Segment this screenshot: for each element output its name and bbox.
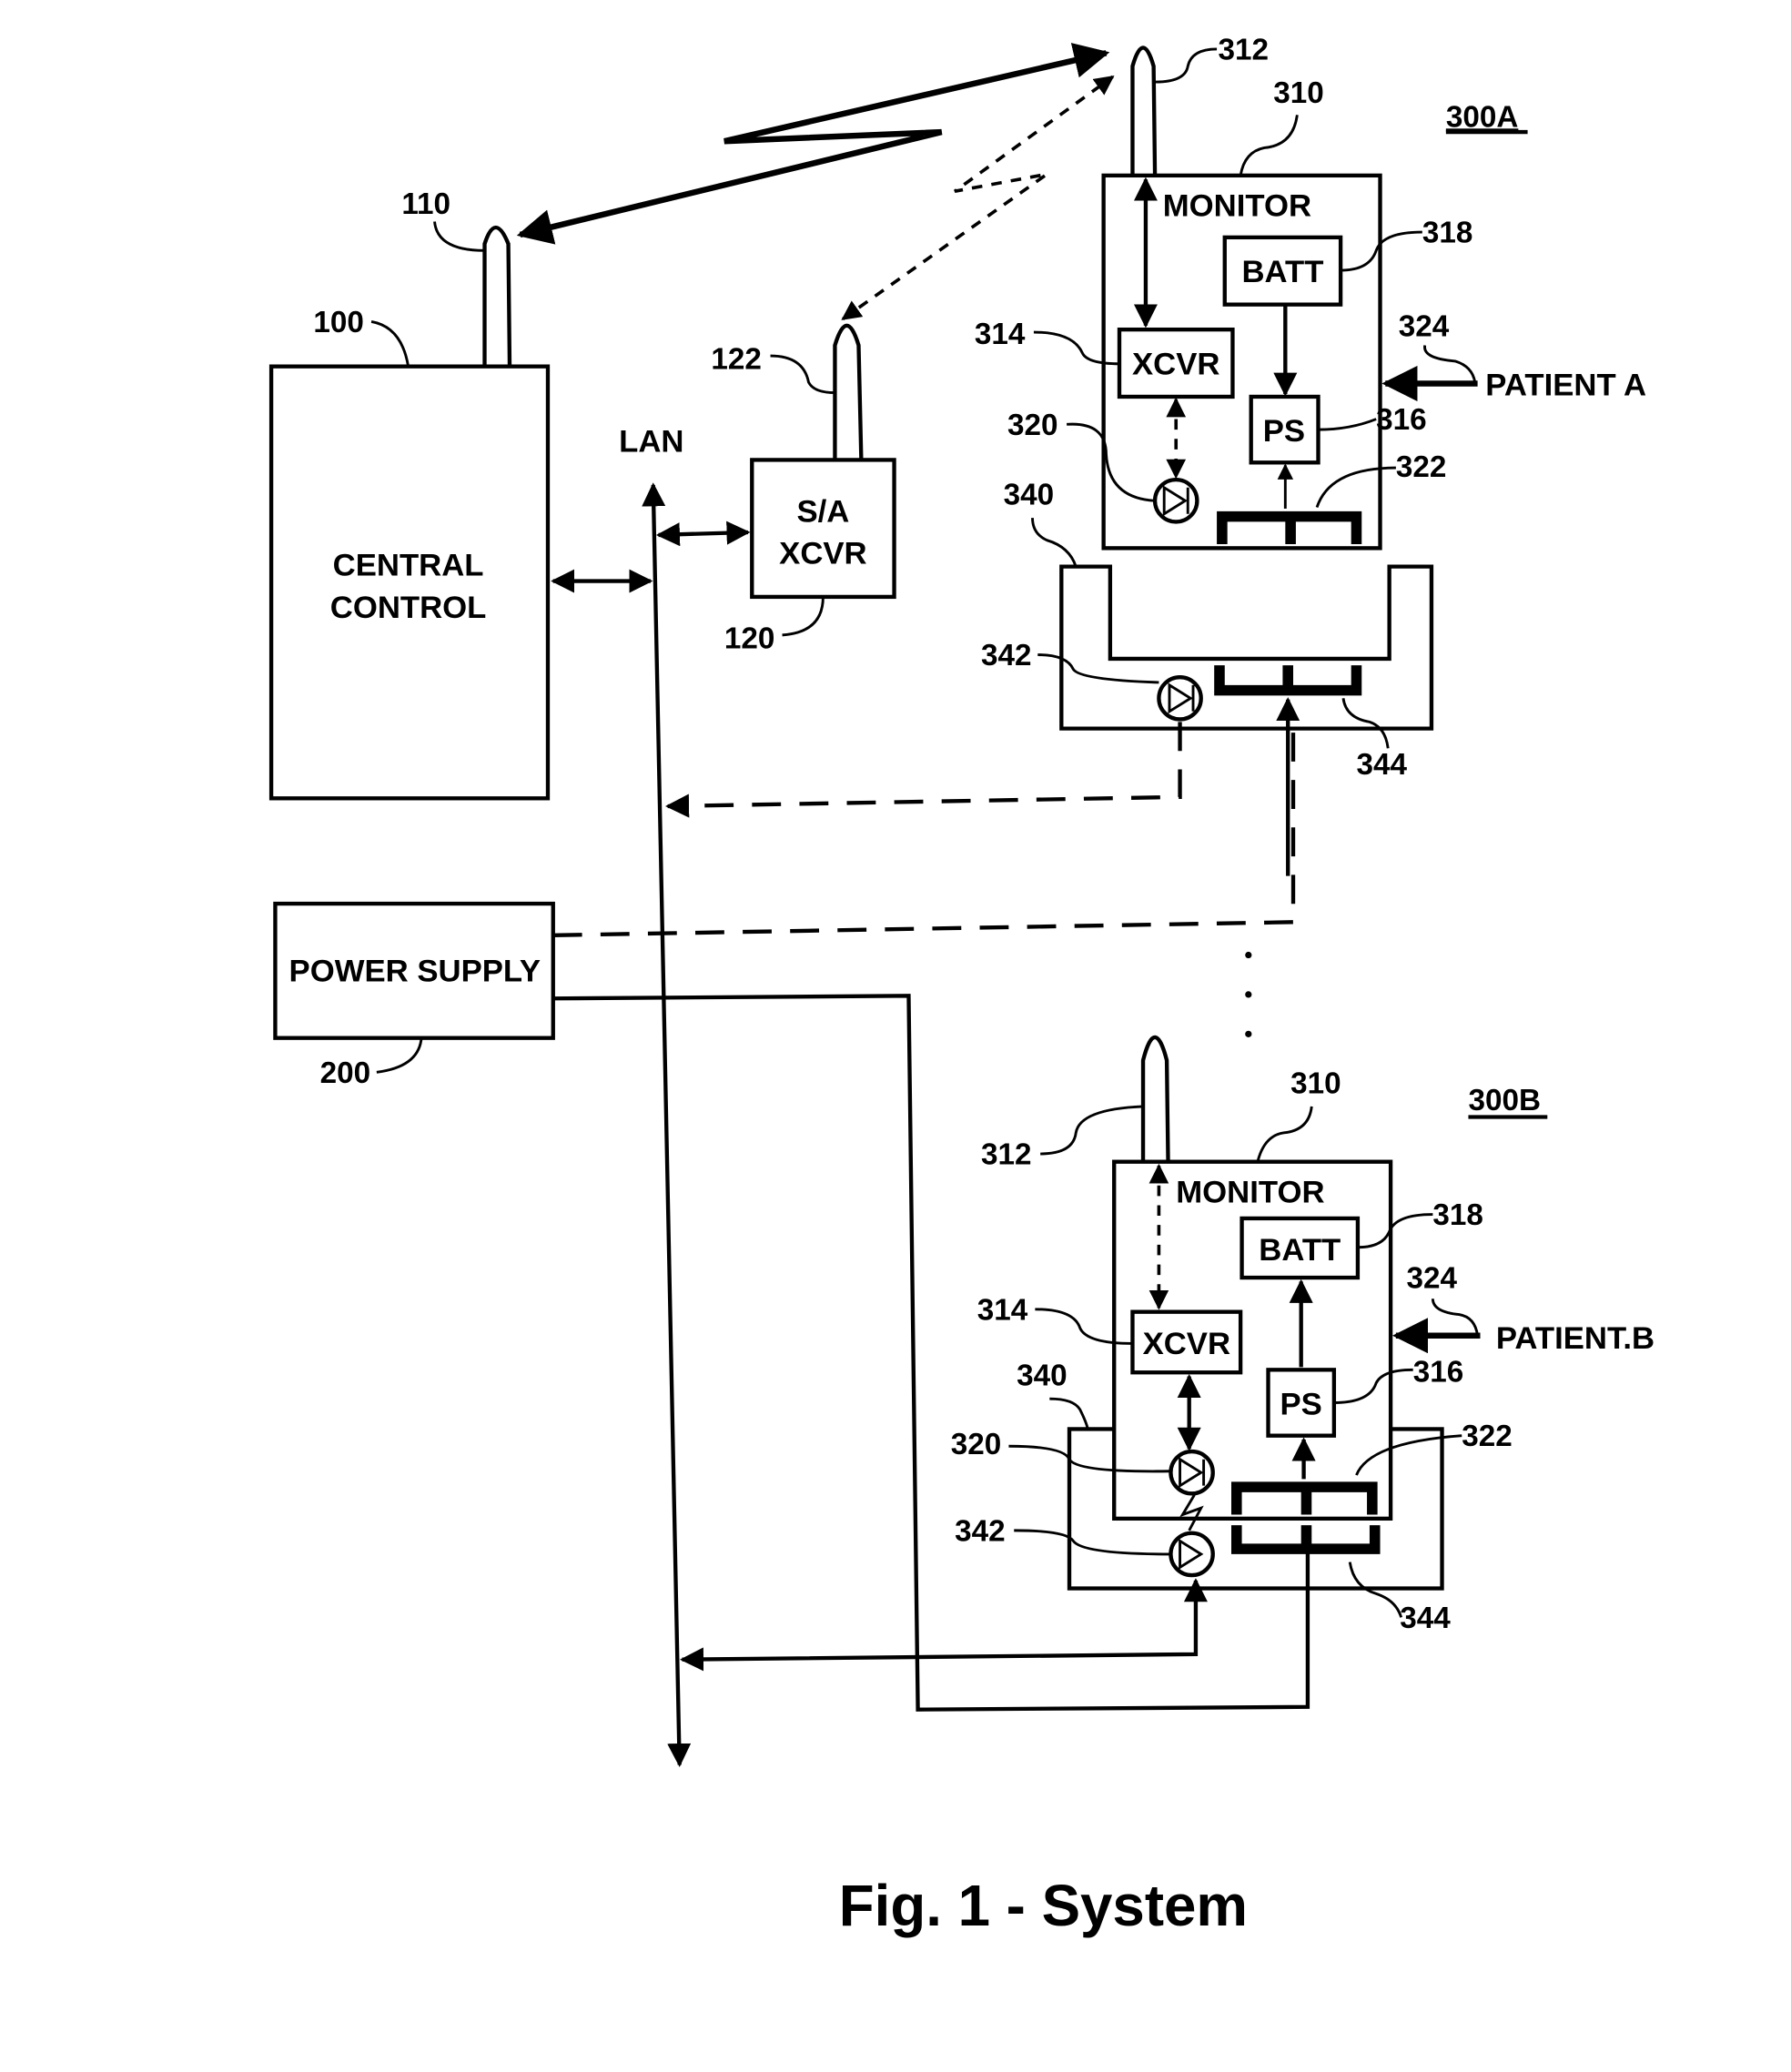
central-control: CENTRAL CONTROL 100 110	[271, 187, 548, 798]
optical-receiver-b-icon	[1170, 1533, 1212, 1575]
group-ref-300b: 300B	[1468, 1084, 1541, 1117]
ref-324-a: 324	[1399, 309, 1450, 343]
monitor-a-label: MONITOR	[1163, 189, 1311, 224]
ref-318-b: 318	[1432, 1198, 1483, 1232]
continuation-dots	[1245, 952, 1251, 1037]
antenna-icon	[485, 227, 510, 367]
ref-200: 200	[320, 1056, 371, 1090]
figure-caption: Fig. 1 - System	[839, 1874, 1248, 1938]
wireless-link-sa-to-monitor-a	[843, 76, 1113, 318]
power-supply-label: POWER SUPPLY	[289, 954, 541, 988]
ref-342-b: 342	[955, 1514, 1006, 1548]
ref-344-b: 344	[1400, 1602, 1451, 1635]
ref-344-a: 344	[1356, 748, 1407, 782]
ref-314-a: 314	[975, 318, 1026, 351]
dock-a	[1061, 567, 1432, 729]
central-control-label-1: CENTRAL	[333, 549, 484, 583]
optical-receiver-a-icon	[1159, 677, 1200, 719]
ref-342-a: 342	[981, 639, 1032, 672]
dock-connector-a	[1214, 665, 1361, 695]
ref-320-b: 320	[951, 1428, 1002, 1461]
monitor-b-label: MONITOR	[1176, 1176, 1324, 1210]
patient-b-label: PATIENT.B	[1496, 1321, 1654, 1356]
ref-316-a: 316	[1376, 403, 1427, 437]
antenna-icon	[835, 326, 861, 460]
ref-310-b: 310	[1290, 1066, 1341, 1100]
monitor-a-group: 300A MONITOR 312 310 BATT 318 XCVR 314 P…	[668, 34, 1646, 876]
sa-xcvr-label-2: XCVR	[779, 537, 866, 571]
ref-310: 310	[1273, 76, 1324, 110]
ref-314-b: 314	[977, 1293, 1028, 1327]
lan-bus: LAN	[553, 425, 748, 1765]
central-control-label-2: CONTROL	[330, 591, 487, 625]
ref-312-b: 312	[981, 1138, 1032, 1172]
ref-110: 110	[401, 187, 450, 221]
batt-a-label: BATT	[1241, 255, 1323, 289]
ref-340-a: 340	[1004, 479, 1055, 512]
ref-320-a: 320	[1007, 409, 1058, 442]
ref-322-b: 322	[1462, 1420, 1513, 1453]
monitor-b-group: 300B MONITOR 312 310 BATT 318 XCVR 314 P…	[683, 1037, 1655, 1660]
ref-312: 312	[1219, 34, 1270, 67]
lan-label: LAN	[619, 425, 683, 460]
xcvr-b-label: XCVR	[1143, 1327, 1230, 1361]
sa-transceiver: S/A XCVR 122 120	[711, 326, 894, 656]
ref-340-b: 340	[1017, 1359, 1068, 1393]
dock-connector-b	[1231, 1525, 1381, 1554]
antenna-icon	[1132, 47, 1155, 175]
antenna-icon	[1143, 1037, 1168, 1162]
xcvr-a-label: XCVR	[1132, 347, 1219, 381]
ps-b-label: PS	[1280, 1388, 1322, 1422]
ref-122: 122	[711, 343, 762, 377]
sa-xcvr-label-1: S/A	[796, 494, 849, 529]
ref-318-a: 318	[1422, 217, 1473, 250]
ref-100: 100	[313, 306, 364, 339]
patient-a-label: PATIENT A	[1485, 369, 1646, 403]
ref-120: 120	[724, 622, 775, 655]
ref-324-b: 324	[1406, 1262, 1457, 1296]
ref-316-b: 316	[1413, 1355, 1464, 1389]
ps-a-label: PS	[1263, 414, 1305, 449]
ref-322-a: 322	[1396, 450, 1447, 484]
batt-b-label: BATT	[1259, 1233, 1341, 1268]
group-ref-300a: 300A	[1446, 100, 1519, 134]
